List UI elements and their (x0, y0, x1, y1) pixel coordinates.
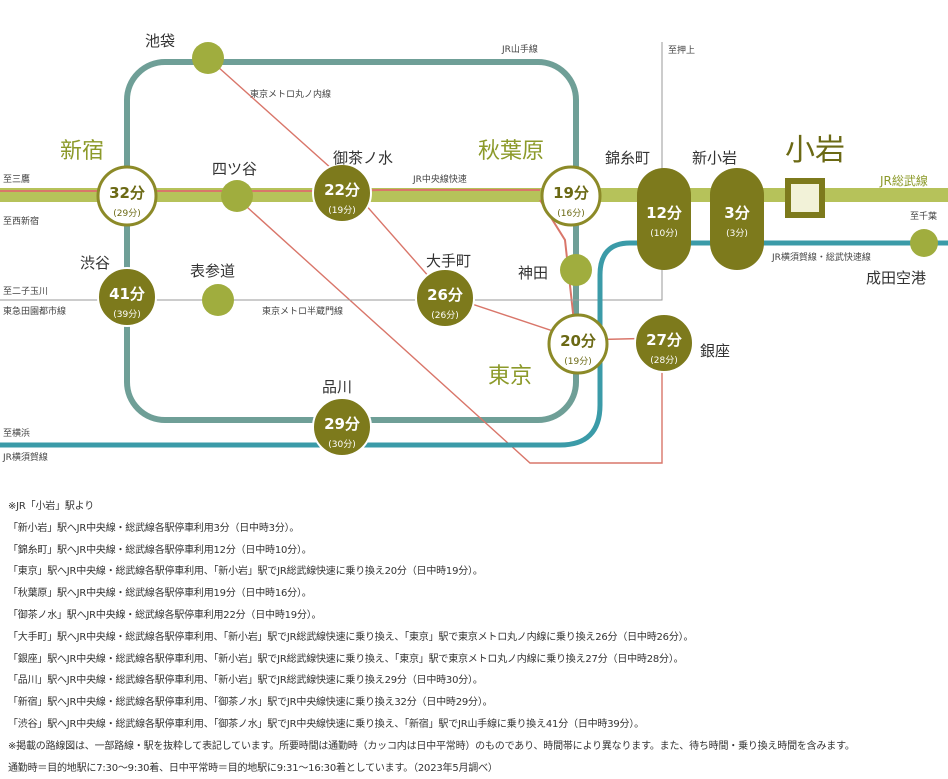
dir-mitaka: 至三鷹 (3, 173, 30, 185)
shibuya-sub: (39分) (113, 309, 140, 320)
label-denentoshi: 東急田園都市線 (3, 305, 66, 317)
name-yotsuya: 四ツ谷 (212, 160, 257, 178)
note-11: ※掲載の路線図は、一部路線・駅を抜粋して表記しています。所要時間は通勤時（カッコ… (8, 740, 855, 752)
name-koiwa: 小岩 (785, 133, 845, 168)
station-tokyo: 20分 (19分) (547, 313, 609, 375)
name-ginza: 銀座 (700, 342, 730, 360)
name-kinshicho: 錦糸町 (605, 149, 650, 167)
station-ikebukuro-dot (192, 42, 224, 74)
tokyo-sub: (19分) (564, 356, 591, 367)
station-shibuya: 41分 (39分) (97, 267, 157, 327)
station-narita-dot (910, 229, 938, 257)
name-shibuya: 渋谷 (80, 254, 110, 272)
akihabara-time: 19分 (553, 184, 589, 202)
note-5: 「御茶ノ水」駅へJR中央線・総武線各駅停車利用22分（日中時19分）。 (8, 609, 322, 621)
note-10: 「渋谷」駅へJR中央線・総武線各駅停車利用、「御茶ノ水」駅でJR中央線快速に乗り… (8, 718, 644, 730)
shinjuku-time: 32分 (109, 184, 145, 202)
station-kanda-dot (560, 254, 592, 286)
name-akihabara: 秋葉原 (478, 139, 544, 164)
station-koiwa-marker-inner (791, 184, 819, 212)
name-omotesando: 表参道 (190, 262, 235, 280)
note-3: 「東京」駅へJR中央線・総武線各駅停車利用、「新小岩」駅でJR総武線快速に乗り換… (8, 566, 483, 578)
otemachi-sub: (26分) (431, 310, 458, 321)
station-ginza: 27分 (28分) (634, 313, 694, 373)
note-0: ※JR「小岩」駅より (8, 501, 95, 512)
name-narita: 成田空港 (866, 269, 926, 287)
label-yamanote: JR山手線 (501, 43, 538, 55)
label-hanzomon: 東京メトロ半蔵門線 (262, 305, 343, 317)
name-ikebukuro: 池袋 (145, 32, 175, 50)
station-kinshicho: 12分 (10分) (637, 168, 691, 270)
station-yotsuya-dot (221, 180, 253, 212)
name-shinkoiwa: 新小岩 (692, 149, 737, 167)
note-8: 「品川」駅へJR中央線・総武線各駅停車利用、「新小岩」駅でJR総武線快速に乗り換… (8, 675, 483, 687)
shinagawa-time: 29分 (324, 415, 360, 433)
route-map: JR山手線 東京メトロ丸ノ内線 JR中央線快速 JR総武線 JR横須賀線・総武快… (0, 32, 948, 464)
note-1: 「新小岩」駅へJR中央線・総武線各駅停車利用3分（日中時3分）。 (8, 522, 300, 534)
note-9: 「新宿」駅へJR中央線・総武線各駅停車利用、「御茶ノ水」駅でJR中央線快速に乗り… (8, 697, 493, 709)
note-6: 「大手町」駅へJR中央線・総武線各駅停車利用、「新小岩」駅でJR総武線快速に乗り… (8, 631, 694, 643)
akihabara-sub: (16分) (557, 208, 584, 219)
shinkoiwa-sub: (3分) (726, 228, 748, 239)
ochanomizu-sub: (19分) (328, 205, 355, 216)
station-akihabara: 19分 (16分) (540, 165, 602, 227)
tokyo-time: 20分 (560, 332, 596, 350)
name-shinjuku: 新宿 (60, 139, 104, 164)
shinkoiwa-time: 3分 (724, 204, 749, 222)
dir-futakotamagawa: 至二子玉川 (3, 286, 48, 297)
chuo-rapid-line (0, 189, 540, 192)
name-ochanomizu: 御茶ノ水 (333, 149, 393, 167)
kinshicho-time: 12分 (646, 204, 682, 222)
shinagawa-sub: (30分) (328, 439, 355, 450)
kinshicho-sub: (10分) (650, 228, 677, 239)
name-kanda: 神田 (518, 264, 548, 282)
note-4: 「秋葉原」駅へJR中央線・総武線各駅停車利用19分（日中時16分）。 (8, 588, 312, 600)
shinjuku-sub: (29分) (113, 208, 140, 219)
label-sobu-rapid: JR横須賀線・総武快速線 (771, 251, 871, 263)
station-omotesando-dot (202, 284, 234, 316)
dir-oshiage: 至押上 (668, 44, 695, 56)
note-7: 「銀座」駅へJR中央線・総武線各駅停車利用、「新小岩」駅でJR総武線快速に乗り換… (8, 653, 684, 665)
shibuya-time: 41分 (109, 285, 145, 303)
dir-nishi-shinjuku: 至西新宿 (3, 215, 39, 227)
otemachi-time: 26分 (427, 286, 463, 304)
note-2: 「錦糸町」駅へJR中央線・総武線各駅停車利用12分（日中時10分）。 (8, 544, 312, 556)
sobu-rapid-line (0, 240, 948, 448)
ochanomizu-time: 22分 (324, 181, 360, 199)
ginza-sub: (28分) (650, 355, 677, 366)
station-ochanomizu: 22分 (19分) (312, 163, 372, 223)
name-shinagawa: 品川 (322, 378, 352, 396)
note-12: 通勤時＝目的地駅に7:30～9:30着、日中平常時＝目的地駅に9:31～16:3… (8, 762, 498, 774)
label-sobu: JR総武線 (879, 173, 928, 188)
station-shinjuku: 32分 (29分) (96, 165, 158, 227)
dir-yokohama: 至横浜 (3, 427, 30, 439)
notes: ※JR「小岩」駅より 「新小岩」駅へJR中央線・総武線各駅停車利用3分（日中時3… (8, 496, 938, 779)
station-shinkoiwa: 3分 (3分) (710, 168, 764, 270)
name-otemachi: 大手町 (426, 252, 471, 270)
label-chuo-rapid: JR中央線快速 (412, 173, 467, 185)
station-shinagawa: 29分 (30分) (312, 397, 372, 457)
label-marunouchi: 東京メトロ丸ノ内線 (250, 88, 331, 100)
station-otemachi: 26分 (26分) (415, 268, 475, 328)
dir-chiba: 至千葉 (910, 210, 937, 222)
ginza-time: 27分 (646, 331, 682, 349)
label-yokosuka: JR横須賀線 (2, 451, 48, 463)
name-tokyo: 東京 (488, 364, 532, 389)
